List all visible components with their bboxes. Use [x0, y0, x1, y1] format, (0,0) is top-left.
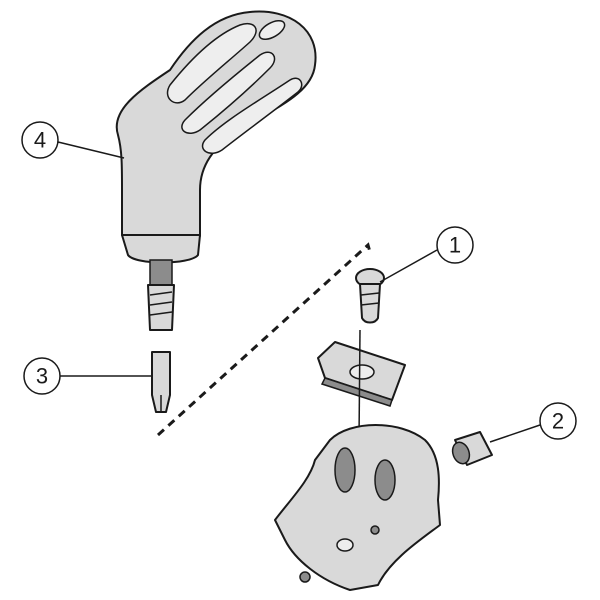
cutting-insert [317, 341, 406, 407]
assembly-path-line [156, 242, 372, 437]
callout-number: 4 [34, 128, 46, 153]
cutter-body [274, 424, 441, 591]
callout-number: 1 [449, 233, 461, 258]
sleeve [451, 431, 493, 466]
callout-2: 2 [489, 402, 577, 443]
insert-screw [355, 268, 385, 324]
callout-4: 4 [21, 121, 125, 159]
callout-number: 2 [552, 409, 564, 434]
callout-3: 3 [23, 357, 152, 395]
callout-number: 3 [36, 364, 48, 389]
torx-bit [151, 351, 171, 413]
driver-handle [115, 10, 317, 331]
callout-1: 1 [379, 226, 474, 283]
